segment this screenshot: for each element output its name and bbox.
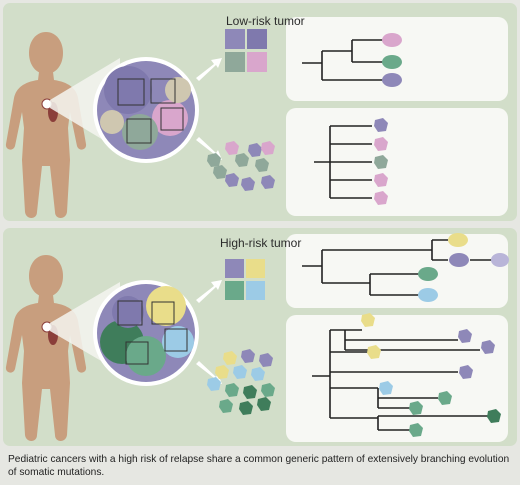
- low-risk-clone-tree: [302, 39, 383, 81]
- low-risk-dissociated-cells: [207, 141, 275, 191]
- high-risk-title: High-risk tumor: [220, 236, 302, 250]
- high-risk-cell-tree-leaves: [361, 313, 501, 437]
- high-risk-dissociated-cells: [207, 349, 275, 415]
- low-risk-clone-nodes: [382, 33, 402, 87]
- high-risk-clone-nodes: [418, 233, 509, 302]
- high-risk-cell-tree: [312, 329, 488, 431]
- figure-caption: Pediatric cancers with a high risk of re…: [8, 454, 510, 478]
- low-risk-title: Low-risk tumor: [226, 14, 305, 28]
- low-risk-arrows: [196, 58, 222, 160]
- high-risk-tumor-magnified: [93, 280, 199, 386]
- low-risk-sample-blocks: [225, 29, 267, 72]
- low-risk-tumor-magnified: [93, 57, 199, 163]
- high-risk-sample-blocks: [225, 259, 265, 300]
- low-risk-child-silhouette: [5, 32, 87, 218]
- low-risk-cell-tree-leaves: [374, 118, 388, 205]
- high-risk-child-silhouette: [5, 255, 87, 441]
- low-risk-cell-tree: [314, 125, 372, 199]
- high-risk-clone-tree: [302, 239, 494, 296]
